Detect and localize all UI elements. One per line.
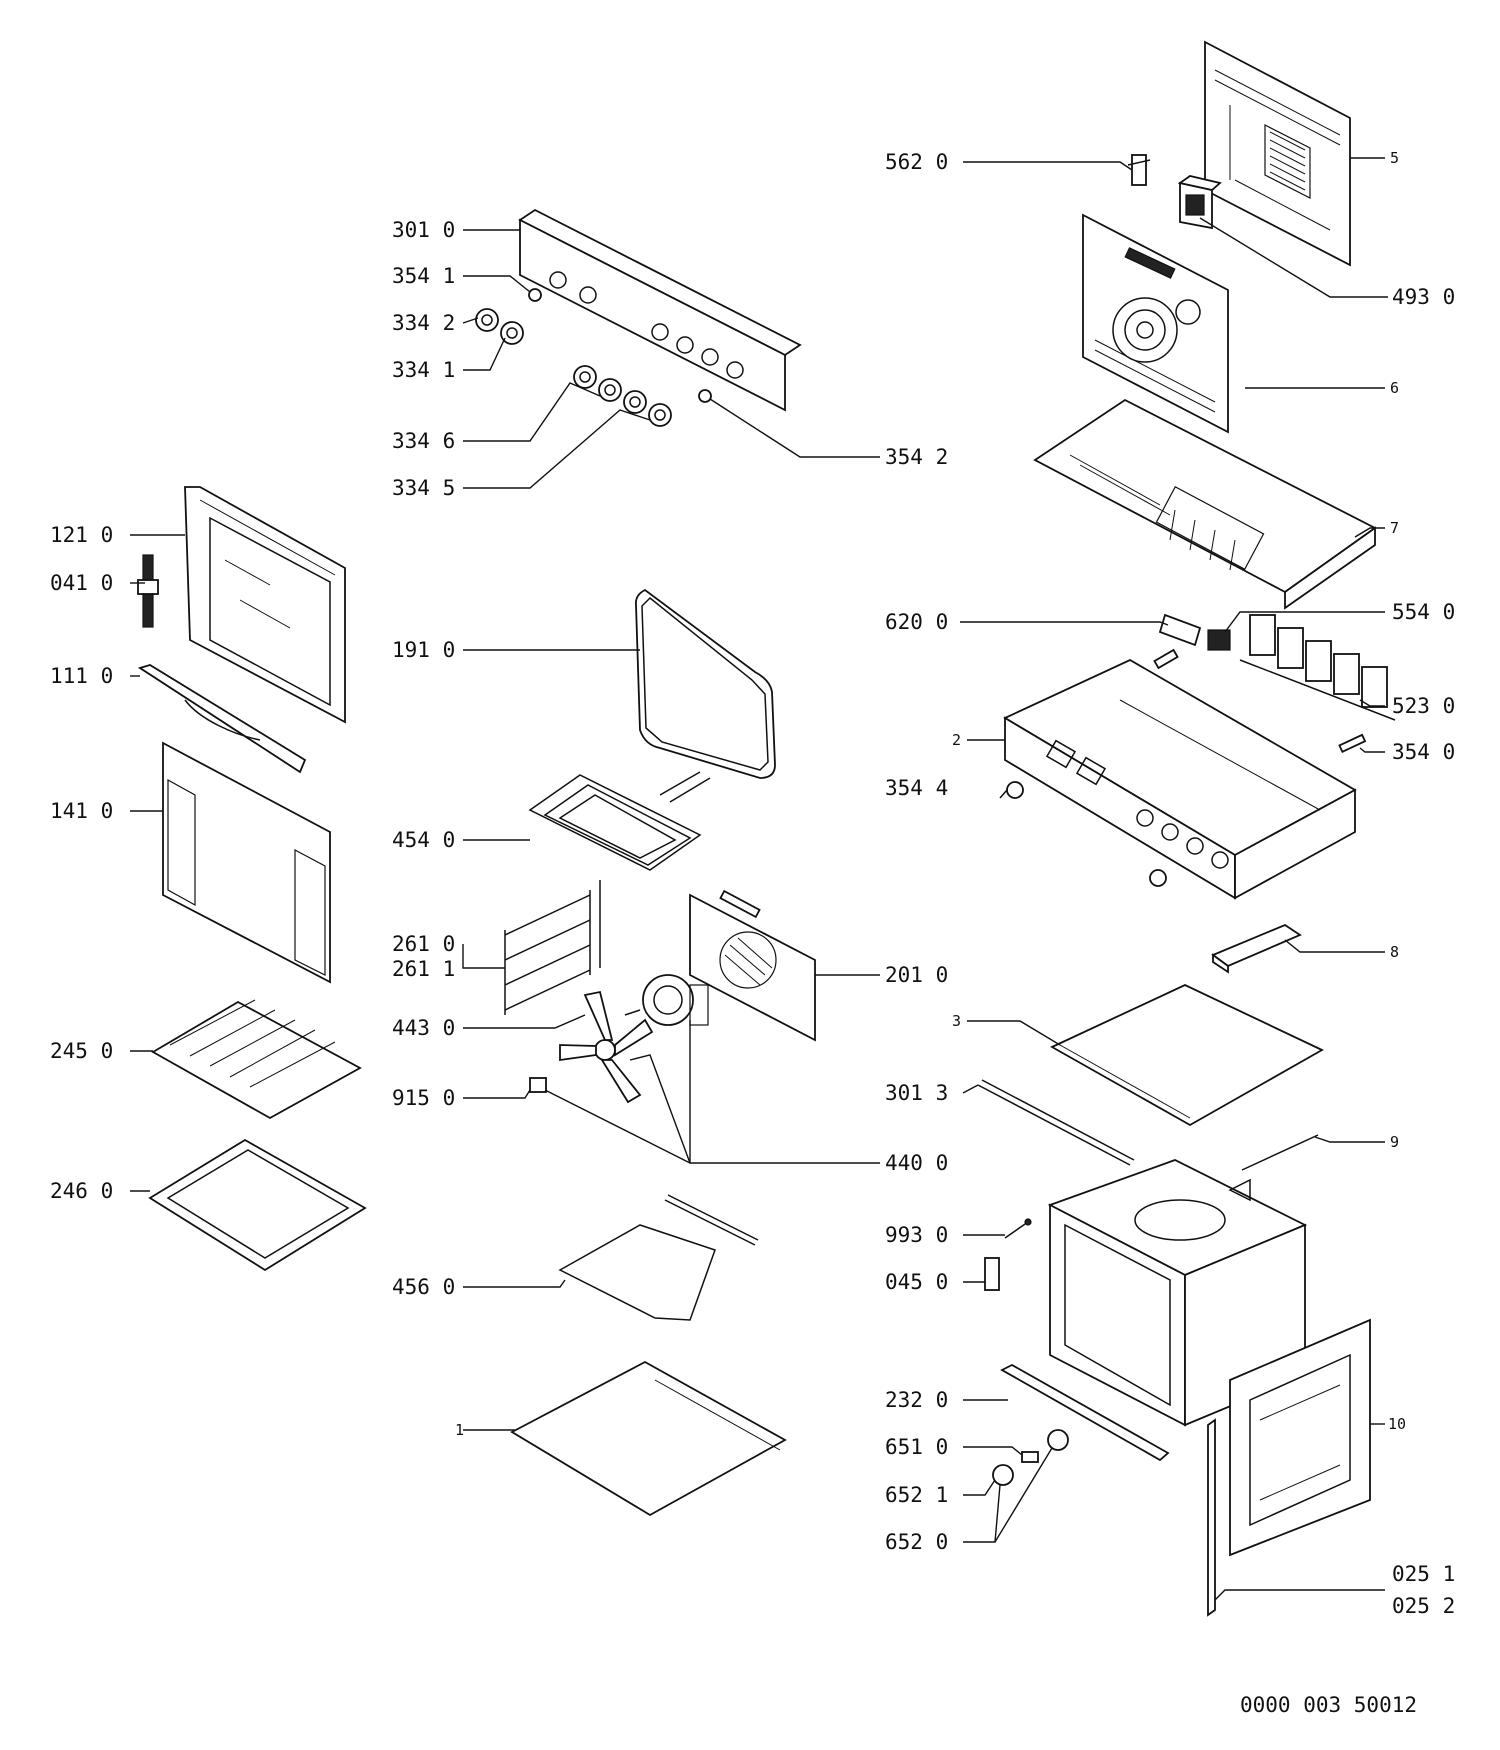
callout-201-0: 201 0: [885, 963, 948, 987]
part-side-plate: [1050, 984, 1324, 1127]
callout-141-0: 141 0: [50, 799, 113, 823]
callout-915-0: 915 0: [392, 1086, 455, 1110]
part-045-switch: [984, 1257, 1000, 1291]
part-control-panel: [518, 208, 802, 412]
callout-334-1: 334 1: [392, 358, 455, 382]
callout-191-0: 191 0: [392, 638, 455, 662]
callout-1: 1: [455, 1421, 464, 1439]
callout-261-0: 261 0: [392, 932, 455, 956]
callout-354-4: 354 4: [885, 776, 948, 800]
callout-232-0: 232 0: [885, 1388, 948, 1412]
part-915-nut: [529, 1077, 547, 1093]
part-fan-motor: [624, 974, 709, 1026]
part-651-652: [992, 1429, 1069, 1486]
callout-354-2: 354 2: [885, 445, 948, 469]
callout-456-0: 456 0: [392, 1275, 455, 1299]
callout-334-6: 334 6: [392, 429, 455, 453]
callout-334-5: 334 5: [392, 476, 455, 500]
part-wire-shelf: [151, 999, 362, 1120]
callout-443-0: 443 0: [392, 1016, 455, 1040]
callout-5: 5: [1390, 149, 1399, 167]
callout-523-0: 523 0: [1392, 694, 1455, 718]
callout-261-1: 261 1: [392, 957, 455, 981]
callout-10: 10: [1388, 1415, 1406, 1433]
part-993-screw: [1004, 1218, 1032, 1239]
callout-334-2: 334 2: [392, 311, 455, 335]
callout-301-0: 301 0: [392, 218, 455, 242]
part-lower-element: [558, 1194, 759, 1321]
callout-labels: 562 0 301 0 354 1 334 2 334 1 334 6 334 …: [50, 149, 1455, 1618]
callout-9: 9: [1390, 1133, 1399, 1151]
callout-652-0: 652 0: [885, 1530, 948, 1554]
part-grill-element: [528, 771, 711, 871]
part-493-relay: [1177, 175, 1222, 230]
callout-041-0: 041 0: [50, 571, 113, 595]
callout-652-1: 652 1: [885, 1483, 948, 1507]
callout-620-0: 620 0: [885, 610, 948, 634]
part-rear-panel: [1204, 40, 1351, 267]
part-handle-trim: [137, 664, 307, 774]
part-oven-cavity: [1047, 1159, 1308, 1427]
part-control-housing: [1003, 658, 1367, 900]
callout-454-0: 454 0: [392, 828, 455, 852]
callout-025-1: 025 1: [1392, 1562, 1455, 1586]
part-door-frame: [184, 486, 346, 724]
callout-993-0: 993 0: [885, 1223, 948, 1247]
callout-2: 2: [952, 731, 961, 749]
callout-8: 8: [1390, 943, 1399, 961]
callout-440-0: 440 0: [885, 1151, 948, 1175]
callout-493-0: 493 0: [1392, 285, 1455, 309]
callout-3: 3: [952, 1012, 961, 1030]
part-bottom-plate: [510, 1360, 787, 1517]
callout-354-0: 354 0: [1392, 740, 1455, 764]
callout-554-0: 554 0: [1392, 600, 1455, 624]
part-door-hinge: [137, 554, 159, 628]
callout-245-0: 245 0: [50, 1039, 113, 1063]
part-fan-cover: [689, 889, 816, 1042]
part-front-bar: [1000, 1363, 1170, 1462]
part-354-screw: [999, 781, 1167, 887]
part-fan-blade: [559, 990, 654, 1104]
part-bracket-8: [1211, 923, 1302, 974]
callout-111-0: 111 0: [50, 664, 113, 688]
part-back-panel: [1082, 213, 1229, 434]
drawing-number: 0000 003 50012: [1240, 1693, 1417, 1717]
part-switches: [1153, 613, 1396, 721]
part-shelf-runners: [504, 880, 601, 1015]
callout-7: 7: [1390, 519, 1399, 537]
part-rod-301-3: [977, 1079, 1135, 1166]
part-baking-tray: [148, 1138, 367, 1272]
callout-651-0: 651 0: [885, 1435, 948, 1459]
callout-301-3: 301 3: [885, 1081, 948, 1105]
part-door-gasket: [635, 588, 776, 779]
callout-025-2: 025 2: [1392, 1594, 1455, 1618]
leader-lines: [130, 157, 1388, 1601]
part-control-knobs: [475, 288, 712, 427]
part-top-plate: [1033, 398, 1377, 610]
part-side-rail: [1207, 1418, 1216, 1617]
part-side-panel-10: [1229, 1318, 1371, 1557]
callout-045-0: 045 0: [885, 1270, 948, 1294]
part-rod-9: [1241, 1134, 1319, 1171]
callout-562-0: 562 0: [885, 150, 948, 174]
callout-121-0: 121 0: [50, 523, 113, 547]
callout-354-1: 354 1: [392, 264, 455, 288]
part-outer-glass: [162, 741, 331, 984]
callout-246-0: 246 0: [50, 1179, 113, 1203]
callout-6: 6: [1390, 379, 1399, 397]
